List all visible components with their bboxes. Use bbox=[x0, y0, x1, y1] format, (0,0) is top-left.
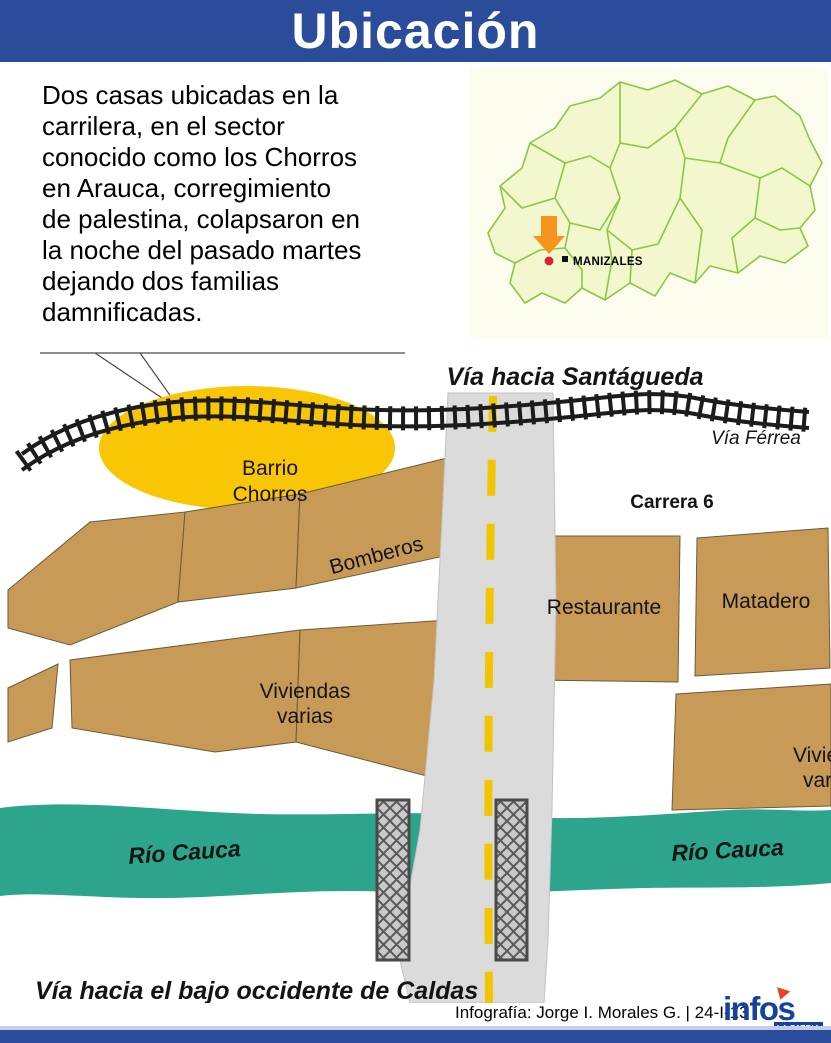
railway-rail-top bbox=[20, 392, 810, 456]
label-viviendas: Viviendas bbox=[260, 680, 351, 703]
credit-line: Infografía: Jorge I. Morales G. | 24-I-1… bbox=[455, 1003, 749, 1022]
bridge-truss-left bbox=[375, 798, 411, 962]
label-matadero: Matadero bbox=[722, 590, 811, 613]
label-via-santagueda: Vía hacia Santágueda bbox=[446, 363, 703, 391]
intro-line: en Arauca, corregimiento bbox=[42, 173, 332, 203]
intro-line: carrilera, en el sector bbox=[42, 111, 285, 141]
header-bar: Ubicación bbox=[0, 0, 831, 62]
department-shape bbox=[487, 79, 823, 304]
intro-line: la noche del pasado martes bbox=[42, 235, 362, 265]
municipality-borders bbox=[499, 82, 811, 301]
railway-track bbox=[14, 390, 810, 472]
infos-logo: infos LA PATRIA bbox=[723, 987, 825, 1033]
block-upper-left bbox=[7, 511, 186, 646]
page-title: Ubicación bbox=[291, 3, 540, 59]
block-viviendas-left bbox=[69, 629, 301, 753]
road-centerline bbox=[484, 395, 497, 1003]
caldas-inset-svg: MANIZALES bbox=[470, 68, 828, 338]
label-via-ferrea: Vía Férrea bbox=[711, 428, 801, 449]
location-dot-icon bbox=[543, 255, 555, 267]
intro-line: de palestina, colapsaron en bbox=[42, 204, 361, 234]
street-map: Vía hacia Santágueda Vía Férrea Barrio C… bbox=[0, 352, 831, 1003]
city-blocks bbox=[7, 457, 831, 811]
label-restaurante: Restaurante bbox=[547, 596, 661, 619]
callout-lines bbox=[40, 352, 405, 403]
bridge-trusses bbox=[375, 798, 529, 962]
block-viviendas-right bbox=[671, 683, 831, 811]
railway-rail-bottom bbox=[20, 408, 810, 472]
footer-light-rule bbox=[0, 1026, 831, 1030]
location-arrow-icon bbox=[533, 216, 565, 254]
intro-line: dejando dos familias bbox=[42, 266, 280, 296]
intro-line: damnificadas. bbox=[42, 297, 203, 327]
footer-blue-bar bbox=[0, 1030, 831, 1043]
caldas-outline bbox=[487, 79, 823, 304]
block-upper-mid bbox=[177, 493, 301, 603]
label-viviendas-right: Viviendas bbox=[793, 744, 831, 767]
logo-text: infos bbox=[723, 990, 796, 1027]
label-varias: varias bbox=[277, 705, 333, 728]
department-inset-map: MANIZALES bbox=[470, 68, 828, 338]
label-via-occidente: Vía hacia el bajo occidente de Caldas bbox=[35, 977, 478, 1003]
railway-ties bbox=[14, 390, 810, 472]
label-rio-cauca-right: Río Cauca bbox=[671, 834, 785, 866]
label-barrio: Barrio bbox=[242, 457, 298, 480]
label-chorros: Chorros bbox=[233, 483, 308, 506]
block-matadero bbox=[694, 527, 831, 677]
intro-line: Dos casas ubicadas en la bbox=[42, 80, 339, 110]
label-varias-right: varias bbox=[803, 769, 831, 792]
label-carrera-6: Carrera 6 bbox=[630, 492, 713, 513]
city-square-marker bbox=[562, 256, 568, 262]
river-shape bbox=[0, 804, 831, 899]
intro-line: conocido como los Chorros bbox=[42, 142, 358, 172]
intro-paragraph: Dos casas ubicadas en la carrilera, en e… bbox=[42, 80, 361, 328]
block-sliver bbox=[7, 663, 59, 743]
label-manizales: MANIZALES bbox=[573, 256, 643, 268]
bridge-truss-right bbox=[494, 798, 529, 962]
